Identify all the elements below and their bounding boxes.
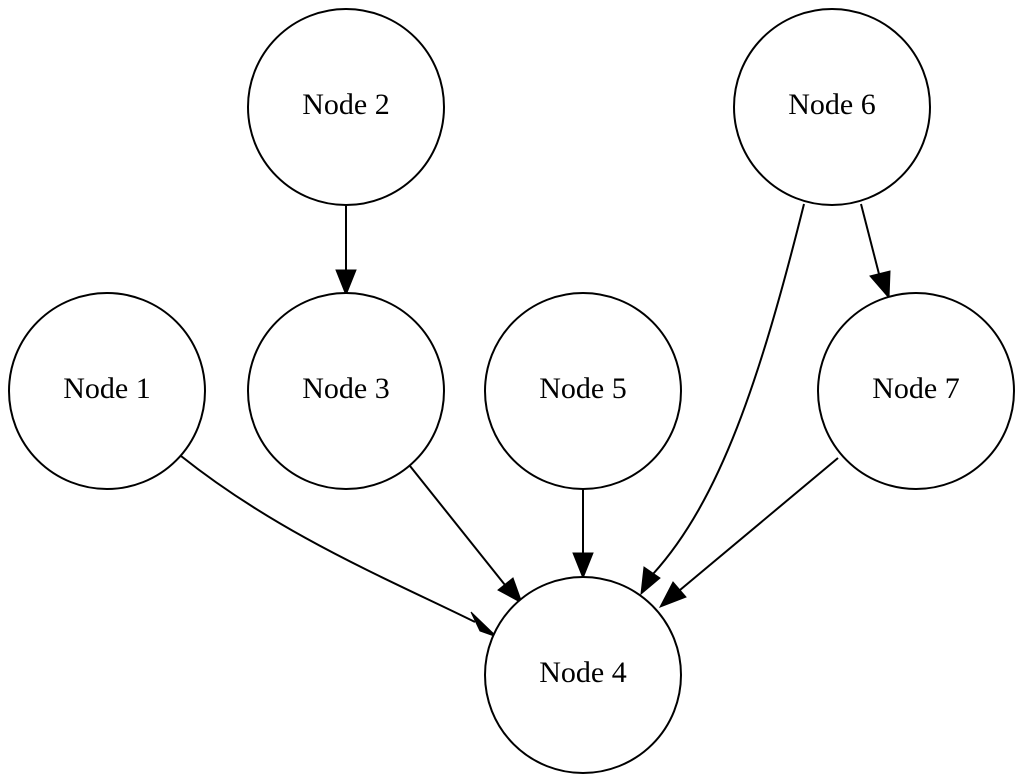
- edge-node6-to-node7: [860, 203, 891, 300]
- node-4: Node 4: [484, 576, 682, 774]
- nodes: Node 1 Node 2 Node 3 Node 4 Node 5 Node …: [8, 8, 1015, 774]
- node-2: Node 2: [247, 8, 445, 206]
- arrow-head-icon: [470, 611, 498, 638]
- arrow-head-icon: [335, 269, 357, 297]
- node-5: Node 5: [484, 292, 682, 490]
- arrow-head-icon: [869, 270, 891, 300]
- node-3: Node 3: [247, 292, 445, 490]
- node-6-label: Node 6: [788, 88, 875, 121]
- node-1: Node 1: [8, 292, 206, 490]
- arrow-head-icon: [497, 577, 523, 605]
- edge-node2-to-node3: [335, 206, 357, 297]
- node-5-label: Node 5: [539, 372, 626, 405]
- node-7: Node 7: [817, 292, 1015, 490]
- arrow-head-icon: [572, 552, 594, 580]
- arrow-head-icon: [640, 566, 661, 596]
- node-7-label: Node 7: [872, 372, 959, 405]
- node-2-label: Node 2: [302, 88, 389, 121]
- node-6: Node 6: [733, 8, 931, 206]
- arrow-head-icon: [658, 581, 687, 608]
- edge-node5-to-node4: [572, 488, 594, 580]
- edge-node7-to-node4: [658, 457, 839, 608]
- edge-node3-to-node4: [409, 465, 523, 605]
- node-1-label: Node 1: [63, 372, 150, 405]
- edges: [180, 203, 891, 638]
- node-4-label: Node 4: [539, 656, 626, 689]
- edge-node6-to-node4: [640, 203, 805, 596]
- edge-node1-to-node4: [180, 455, 498, 638]
- node-3-label: Node 3: [302, 372, 389, 405]
